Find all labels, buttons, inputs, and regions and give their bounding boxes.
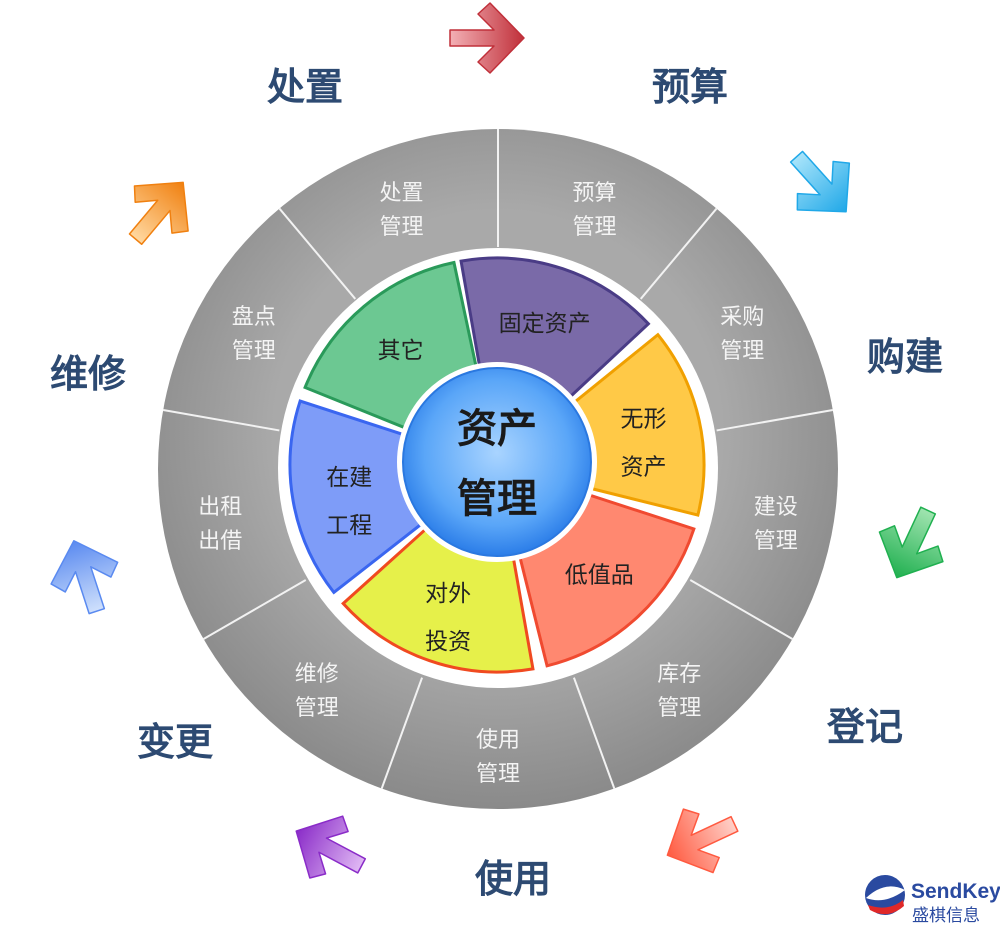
ring-label-line1: 建设 — [754, 495, 798, 520]
category-label-line2: 工程 — [326, 513, 372, 539]
ring-label-line1: 盘点 — [232, 305, 276, 330]
ring-label-line2: 管理 — [476, 762, 520, 787]
ring-divider — [203, 579, 307, 640]
category-label: 固定资产 — [499, 311, 591, 337]
arrow-green-icon — [878, 506, 944, 579]
stage-disposal: 处置 — [267, 65, 343, 109]
center-title-line2: 管理 — [457, 476, 537, 522]
stage-change: 变更 — [137, 720, 214, 764]
ring-label-line1: 维修 — [295, 662, 339, 687]
ring-label-line1: 预算 — [572, 181, 616, 206]
ring-label-line1: 库存 — [657, 662, 701, 687]
center-hub: 资产 管理 — [397, 362, 597, 562]
category-label-line2: 投资 — [425, 629, 471, 655]
stage-register: 登记 — [826, 705, 903, 749]
ring-label-line2: 管理 — [572, 215, 616, 240]
arrow-blue-icon — [50, 540, 119, 615]
ring-divider — [162, 408, 280, 432]
ring-label-line1: 处置 — [380, 181, 424, 206]
arrow-orange-icon — [128, 181, 189, 246]
arrow-cyan-icon — [789, 150, 851, 213]
stage-purchase: 购建 — [867, 335, 943, 379]
center-title-line1: 资产 — [457, 406, 537, 452]
ring-label-line1: 出租 — [198, 495, 242, 520]
ring-label-line2: 管理 — [657, 696, 701, 721]
arrow-coral-icon — [666, 808, 739, 874]
ring-divider — [716, 408, 834, 432]
flow-arrows — [50, 2, 944, 879]
ring-label-line1: 使用 — [476, 728, 520, 753]
stage-labels: 处置 预算 购建 登记 使用 变更 维修 — [50, 65, 943, 901]
sendkey-logo: SendKey 盛棋信息 — [865, 875, 1000, 926]
ring-label-line2: 管理 — [720, 339, 764, 364]
ring-label-line2: 出借 — [198, 529, 242, 554]
ring-label-line2: 管理 — [232, 339, 276, 364]
ring-divider — [689, 579, 793, 640]
stage-use: 使用 — [475, 857, 551, 901]
ring-divider — [278, 207, 357, 300]
category-label-line2: 资产 — [620, 455, 666, 481]
stage-budget: 预算 — [652, 65, 728, 109]
stage-repair: 维修 — [50, 352, 127, 396]
category-label-line1: 对外 — [425, 581, 471, 607]
arrow-purple-icon — [295, 815, 367, 879]
ring-label-line2: 管理 — [380, 215, 424, 240]
ring-divider — [639, 207, 718, 300]
arrow-red-icon — [449, 2, 525, 74]
logo-brand: SendKey — [911, 880, 1000, 903]
ring-label-line1: 采购 — [720, 305, 764, 330]
ring-divider — [572, 677, 616, 789]
category-label-line1: 在建 — [326, 465, 372, 491]
category-label-line1: 无形 — [620, 407, 666, 433]
category-label: 其它 — [378, 338, 424, 364]
ring-divider — [380, 677, 424, 789]
ring-label-line2: 管理 — [295, 696, 339, 721]
logo-chinese: 盛棋信息 — [912, 906, 980, 926]
ring-label-line2: 管理 — [754, 529, 798, 554]
category-label: 低值品 — [565, 563, 634, 589]
